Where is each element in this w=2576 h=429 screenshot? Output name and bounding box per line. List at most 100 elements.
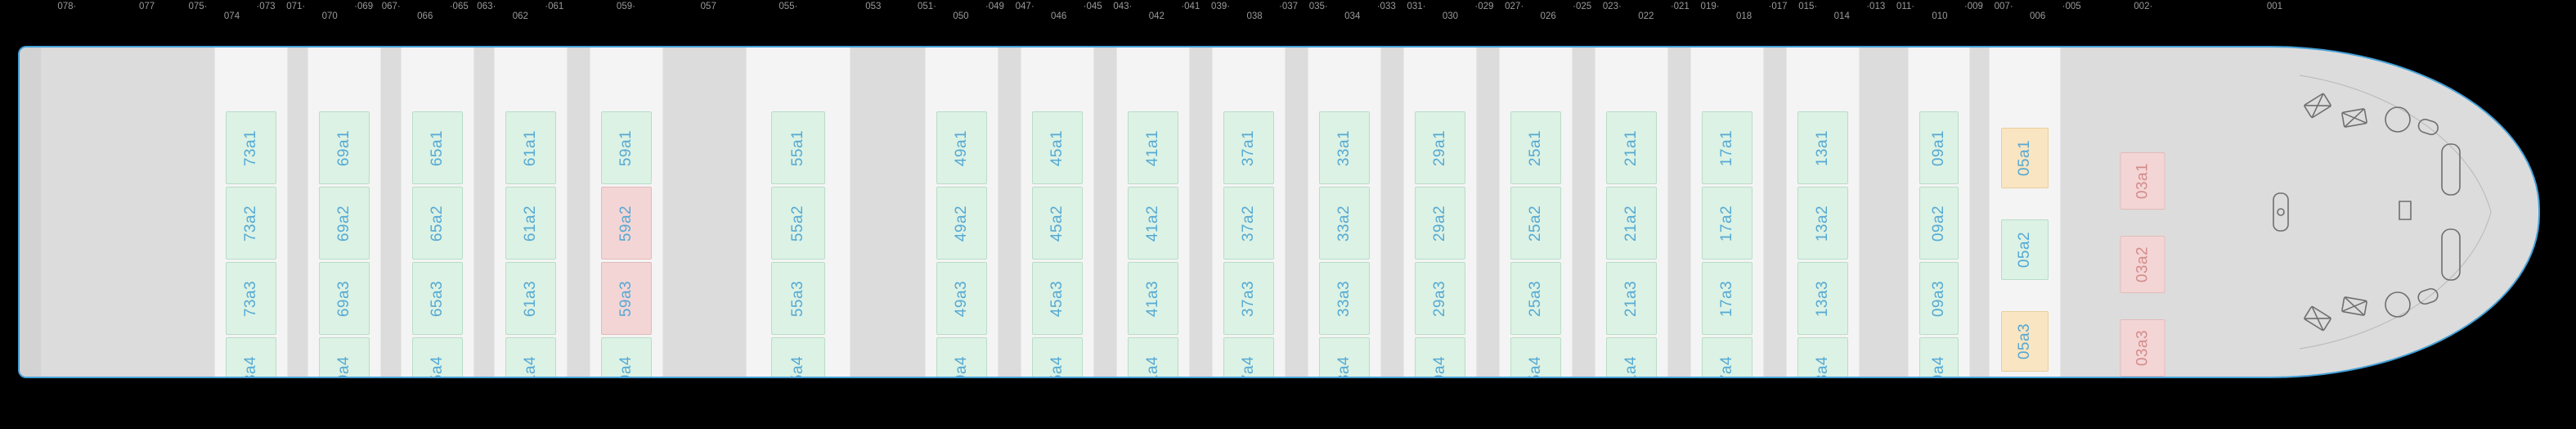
- position-25a1[interactable]: 25a1: [1510, 111, 1562, 184]
- position-09a1[interactable]: 09a1: [1919, 111, 1959, 184]
- position-09a3[interactable]: 09a3: [1919, 262, 1959, 335]
- position-33a4[interactable]: 33a4: [1319, 337, 1371, 378]
- frame-number: 027·: [1505, 2, 1524, 11]
- position-59a1[interactable]: 59a1: [601, 111, 653, 184]
- position-59a4[interactable]: 59a4: [601, 337, 653, 377]
- frame-number: 050: [953, 11, 969, 21]
- position-69a4[interactable]: 69a4: [319, 337, 370, 377]
- position-17a1[interactable]: 17a1: [1702, 111, 1753, 184]
- position-29a4[interactable]: 29a4: [1415, 337, 1466, 377]
- position-17a4[interactable]: 17a4: [1702, 337, 1753, 377]
- position-29a3[interactable]: 29a3: [1415, 262, 1466, 335]
- position-21a1[interactable]: 21a1: [1606, 111, 1658, 184]
- position-label: 55a1: [788, 129, 806, 166]
- frame-number: 035·: [1308, 2, 1328, 11]
- position-69a3[interactable]: 69a3: [319, 262, 370, 335]
- position-label: 21a4: [1622, 355, 1640, 378]
- position-73a4[interactable]: 73a4: [226, 337, 277, 377]
- position-05a3[interactable]: 05a3: [2000, 311, 2049, 372]
- position-59a2[interactable]: 59a2: [601, 187, 653, 260]
- position-label: 59a3: [617, 280, 635, 317]
- position-69a2[interactable]: 69a2: [319, 187, 370, 260]
- position-55a2[interactable]: 55a2: [770, 187, 825, 260]
- position-49a2[interactable]: 49a2: [936, 187, 987, 260]
- position-29a1[interactable]: 29a1: [1415, 111, 1466, 184]
- position-41a3[interactable]: 41a3: [1128, 262, 1178, 335]
- position-45a2[interactable]: 45a2: [1031, 187, 1083, 260]
- position-13a3[interactable]: 13a3: [1797, 262, 1849, 335]
- position-37a2[interactable]: 37a2: [1223, 187, 1275, 260]
- cargo-column-37a: 37a1 37a2 37a3 37a4: [1223, 111, 1275, 377]
- position-49a3[interactable]: 49a3: [936, 262, 987, 335]
- position-25a3[interactable]: 25a3: [1510, 262, 1562, 335]
- position-45a3[interactable]: 45a3: [1031, 262, 1083, 335]
- position-25a4[interactable]: 25a4: [1510, 337, 1562, 377]
- crew-seat-icon: [2342, 109, 2367, 128]
- position-73a3[interactable]: 73a3: [226, 262, 277, 335]
- position-61a1[interactable]: 61a1: [505, 111, 557, 184]
- position-09a4[interactable]: 09a4: [1919, 337, 1959, 377]
- position-25a2[interactable]: 25a2: [1510, 187, 1562, 260]
- position-33a1[interactable]: 33a1: [1319, 111, 1371, 184]
- position-69a1[interactable]: 69a1: [319, 111, 370, 184]
- position-label: 45a4: [1048, 355, 1066, 378]
- position-49a1[interactable]: 49a1: [936, 111, 987, 184]
- position-55a3[interactable]: 55a3: [770, 262, 825, 335]
- position-29a2[interactable]: 29a2: [1415, 187, 1466, 260]
- position-49a4[interactable]: 49a4: [936, 337, 987, 378]
- position-55a4[interactable]: 55a4: [770, 337, 825, 377]
- galley-box-icon: [2399, 201, 2411, 219]
- position-13a4[interactable]: 13a4: [1797, 337, 1849, 378]
- position-17a2[interactable]: 17a2: [1702, 187, 1753, 260]
- position-13a1[interactable]: 13a1: [1797, 111, 1849, 184]
- crew-seat-icon: [2304, 93, 2331, 118]
- position-label: 37a3: [1240, 280, 1258, 317]
- position-45a1[interactable]: 45a1: [1031, 111, 1083, 184]
- position-41a4[interactable]: 41a4: [1128, 337, 1178, 377]
- position-21a2[interactable]: 21a2: [1606, 187, 1658, 260]
- position-61a2[interactable]: 61a2: [505, 187, 557, 260]
- position-21a4[interactable]: 21a4: [1606, 337, 1658, 378]
- position-41a1[interactable]: 41a1: [1128, 111, 1178, 184]
- position-21a3[interactable]: 21a3: [1606, 262, 1658, 335]
- bunk-icon: [2442, 144, 2460, 195]
- position-65a2[interactable]: 65a2: [412, 187, 464, 260]
- position-61a3[interactable]: 61a3: [505, 262, 557, 335]
- position-13a2[interactable]: 13a2: [1797, 187, 1849, 260]
- position-33a3[interactable]: 33a3: [1319, 262, 1371, 335]
- position-label: 13a4: [1814, 355, 1832, 378]
- position-label: 45a3: [1048, 280, 1066, 317]
- position-59a3[interactable]: 59a3: [601, 262, 653, 335]
- frame-tick: 059·: [582, 2, 669, 11]
- position-label: 33a4: [1335, 355, 1353, 378]
- position-03a1[interactable]: 03a1: [2120, 152, 2165, 210]
- position-55a1[interactable]: 55a1: [770, 111, 825, 184]
- position-37a4[interactable]: 37a4: [1223, 337, 1275, 377]
- position-65a3[interactable]: 65a3: [412, 262, 464, 335]
- position-05a2[interactable]: 05a2: [2000, 219, 2049, 280]
- position-65a4[interactable]: 65a4: [412, 337, 464, 377]
- position-65a1[interactable]: 65a1: [412, 111, 464, 184]
- position-03a3[interactable]: 03a3: [2120, 319, 2165, 377]
- position-61a4[interactable]: 61a4: [505, 337, 557, 377]
- position-17a3[interactable]: 17a3: [1702, 262, 1753, 335]
- frame-tick: 055·: [745, 2, 832, 11]
- position-05a1[interactable]: 05a1: [2000, 128, 2049, 188]
- position-label: 37a1: [1240, 129, 1258, 166]
- position-41a2[interactable]: 41a2: [1128, 187, 1178, 260]
- position-37a3[interactable]: 37a3: [1223, 262, 1275, 335]
- position-37a1[interactable]: 37a1: [1223, 111, 1275, 184]
- position-45a4[interactable]: 45a4: [1031, 337, 1083, 378]
- position-09a2[interactable]: 09a2: [1919, 187, 1959, 260]
- position-73a1[interactable]: 73a1: [226, 111, 277, 184]
- position-03a2[interactable]: 03a2: [2120, 236, 2165, 293]
- position-label: 49a4: [952, 355, 970, 378]
- position-73a2[interactable]: 73a2: [226, 187, 277, 260]
- position-33a2[interactable]: 33a2: [1319, 187, 1371, 260]
